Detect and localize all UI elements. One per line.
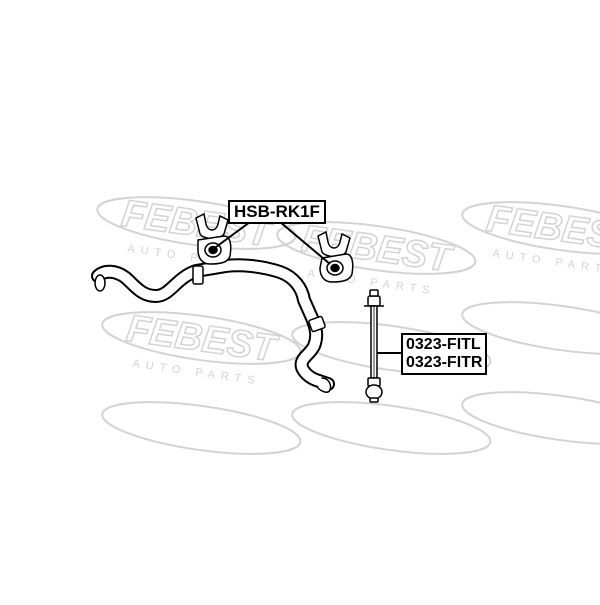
leader-lines-bushing [215, 221, 331, 265]
bushing-part-number: HSB-RK1F [234, 202, 320, 221]
bracket-right [317, 230, 351, 258]
watermark-logo [101, 401, 302, 455]
bushing-part-label: HSB-RK1F [228, 200, 326, 224]
link-part-number-right: 0323-FITR [406, 354, 483, 371]
watermark-logo [461, 391, 600, 445]
stabilizer-bar [91, 258, 335, 393]
watermark-logo [291, 321, 492, 375]
watermark-layer: FEBEST AUTO PARTS FEBEST AUTO PARTS FEBE… [96, 192, 600, 455]
bushing-right [317, 230, 354, 283]
watermark-logo: FEBEST AUTO PARTS [101, 307, 302, 388]
link-part-number-left: 0323-FITL [406, 336, 481, 353]
watermark-logo [291, 401, 492, 455]
watermark-logo [461, 301, 600, 355]
watermark-logo: FEBEST AUTO PARTS [461, 197, 600, 278]
stabilizer-link [364, 289, 384, 403]
link-part-label: 0323-FITL 0323-FITR [401, 333, 488, 375]
bracket-left [195, 212, 229, 240]
